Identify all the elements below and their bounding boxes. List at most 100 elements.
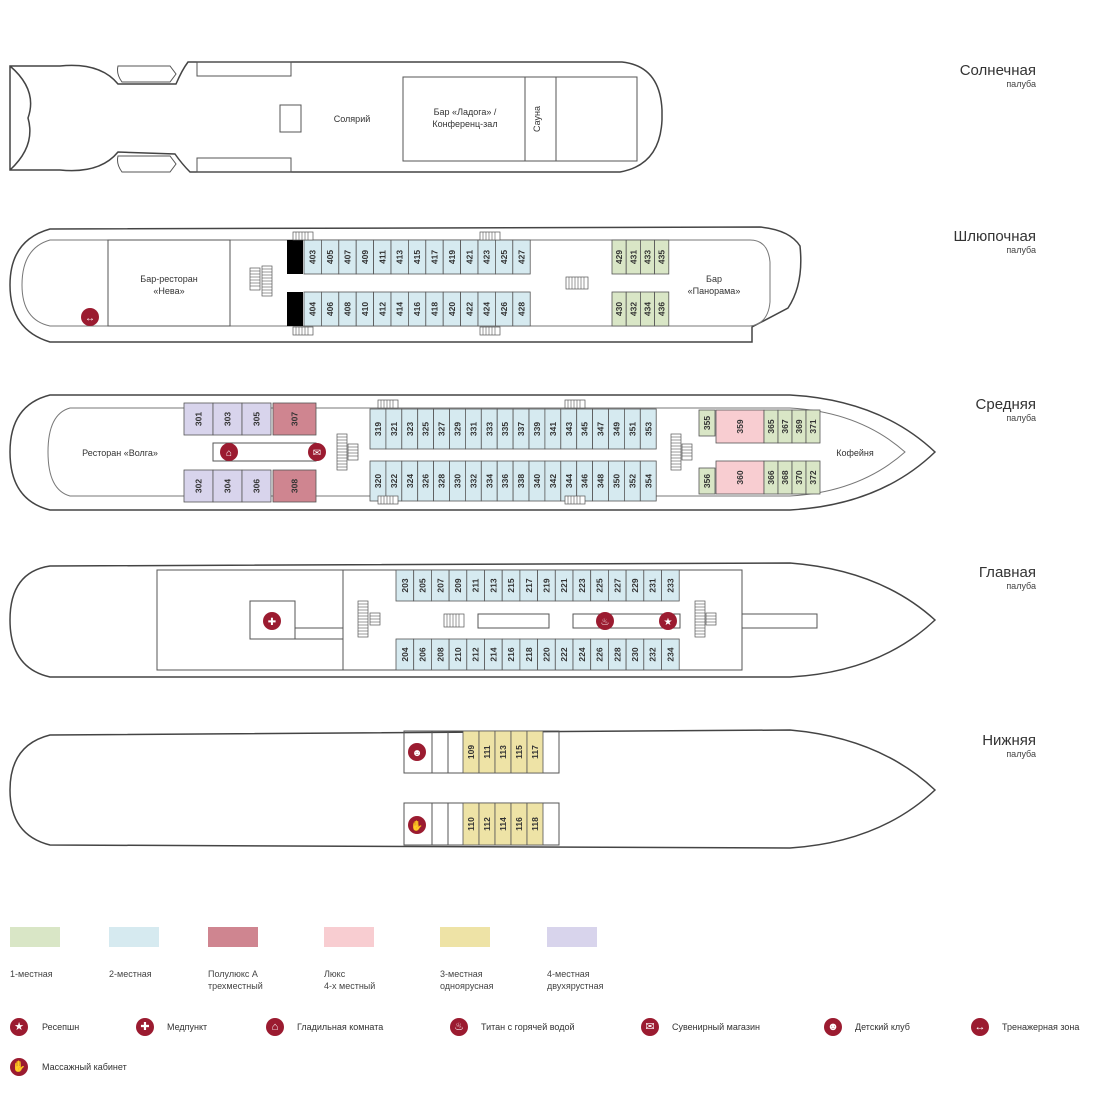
cabin[interactable] [805, 460, 821, 495]
legend-swatch [324, 927, 374, 947]
legend-label: Полулюкс А трехместный [208, 969, 263, 991]
deck-name: Шлюпочная [953, 228, 1036, 245]
star-icon: ★ [10, 1018, 28, 1036]
cabin[interactable] [526, 730, 544, 774]
legend-label: 1-местная [10, 969, 53, 979]
cabin-number: 229 [630, 578, 640, 592]
cabin-number: 336 [500, 474, 510, 488]
stairs [347, 443, 359, 461]
cabin-number: 209 [453, 578, 463, 592]
gift-icon [308, 443, 326, 461]
cabin-number: 355 [702, 416, 712, 430]
cabin[interactable] [512, 291, 531, 327]
legend-label: 4-местная двухярустная [547, 969, 604, 991]
hatch [279, 104, 302, 133]
cabin-number: 337 [516, 422, 526, 436]
cabin-number: 328 [437, 474, 447, 488]
dumbbell-icon: ↔ [971, 1018, 989, 1036]
cabin[interactable] [639, 408, 657, 450]
cabin-number: 233 [665, 578, 675, 592]
cabin-number: 423 [482, 250, 492, 264]
cabin-number: 211 [471, 578, 481, 592]
cabin[interactable] [526, 802, 544, 846]
legend-label: Люкс 4-х местный [324, 969, 376, 991]
cabin-number: 436 [657, 302, 667, 316]
cabin-number: 413 [395, 250, 405, 264]
gift-icon: ✉ [641, 1018, 659, 1036]
cabin-number: 212 [471, 647, 481, 661]
cabin-number: 112 [482, 817, 492, 831]
cabin-number: 412 [377, 302, 387, 316]
amenity-label: Сувенирный магазин [672, 1022, 760, 1032]
deck-subtitle: палуба [1006, 749, 1036, 759]
cabin-number: 231 [648, 578, 658, 592]
cabin[interactable] [639, 460, 657, 502]
bar-ladoga-label: Бар «Ладога» / [434, 107, 497, 117]
bar-neva-label-2: «Нева» [153, 286, 184, 296]
cabin[interactable] [183, 402, 214, 436]
service-room [287, 292, 303, 326]
cabin[interactable] [512, 239, 531, 275]
cabin-number: 219 [541, 578, 551, 592]
bar-ladoga-label-2: Конференц-зал [432, 119, 497, 129]
cabin-number: 403 [308, 250, 318, 264]
cabin-number: 213 [488, 578, 498, 592]
cabin[interactable] [272, 402, 317, 436]
cabin[interactable] [805, 409, 821, 444]
legend-swatch [547, 927, 597, 947]
medical-cross-icon: ✚ [136, 1018, 154, 1036]
iron-icon: ⌂ [266, 1018, 284, 1036]
cabin-number: 222 [559, 647, 569, 661]
middle-inner-outline [47, 407, 906, 497]
cabin[interactable] [272, 469, 317, 503]
cabin-number: 343 [564, 422, 574, 436]
cabin-number: 118 [530, 817, 540, 831]
cabin[interactable] [241, 402, 272, 436]
hand-icon: ✋ [10, 1058, 28, 1076]
cabin[interactable] [715, 409, 765, 444]
legend-label: 2-местная [109, 969, 152, 979]
cabin-number: 408 [343, 302, 353, 316]
cabin-number: 434 [643, 302, 653, 316]
main-deck-outline [9, 562, 937, 678]
cabin-number: 416 [412, 302, 422, 316]
cabin-number: 116 [514, 817, 524, 831]
cabin-number: 228 [612, 647, 622, 661]
deck-name: Солнечная [959, 62, 1036, 79]
cabin[interactable] [698, 467, 716, 495]
cabin[interactable] [661, 569, 680, 602]
cabin-number: 329 [452, 422, 462, 436]
cabin[interactable] [661, 638, 680, 671]
iron-icon [220, 443, 238, 461]
cabin[interactable] [698, 409, 716, 437]
teddy-bear-icon-glyph: ☻ [412, 748, 423, 759]
amenity-label: Титан с горячей водой [481, 1022, 575, 1032]
lifeboat-outline [117, 65, 177, 83]
cabin-number: 352 [627, 474, 637, 488]
cabin[interactable] [212, 402, 243, 436]
cabin-number: 415 [412, 250, 422, 264]
cabin-number: 338 [516, 474, 526, 488]
cabin-number: 371 [808, 419, 818, 433]
cabin-number: 360 [735, 470, 745, 484]
cabin-number: 331 [468, 422, 478, 436]
cabin-number: 225 [595, 578, 605, 592]
stairs [479, 231, 501, 241]
cabin-number: 220 [541, 647, 551, 661]
cabin-number: 224 [577, 647, 587, 661]
sauna-label: Сауна [532, 106, 542, 132]
cabin-number: 301 [194, 412, 204, 426]
stairs [377, 495, 399, 505]
cabin[interactable] [241, 469, 272, 503]
cabin[interactable] [212, 469, 243, 503]
cabin[interactable] [654, 239, 670, 275]
stairs [292, 231, 314, 241]
cabin[interactable] [654, 291, 670, 327]
cabin-number: 344 [564, 474, 574, 488]
lower-deck-outline [9, 729, 937, 849]
legend-swatch [109, 927, 159, 947]
cabin-number: 226 [595, 647, 605, 661]
cabin-number: 327 [437, 422, 447, 436]
